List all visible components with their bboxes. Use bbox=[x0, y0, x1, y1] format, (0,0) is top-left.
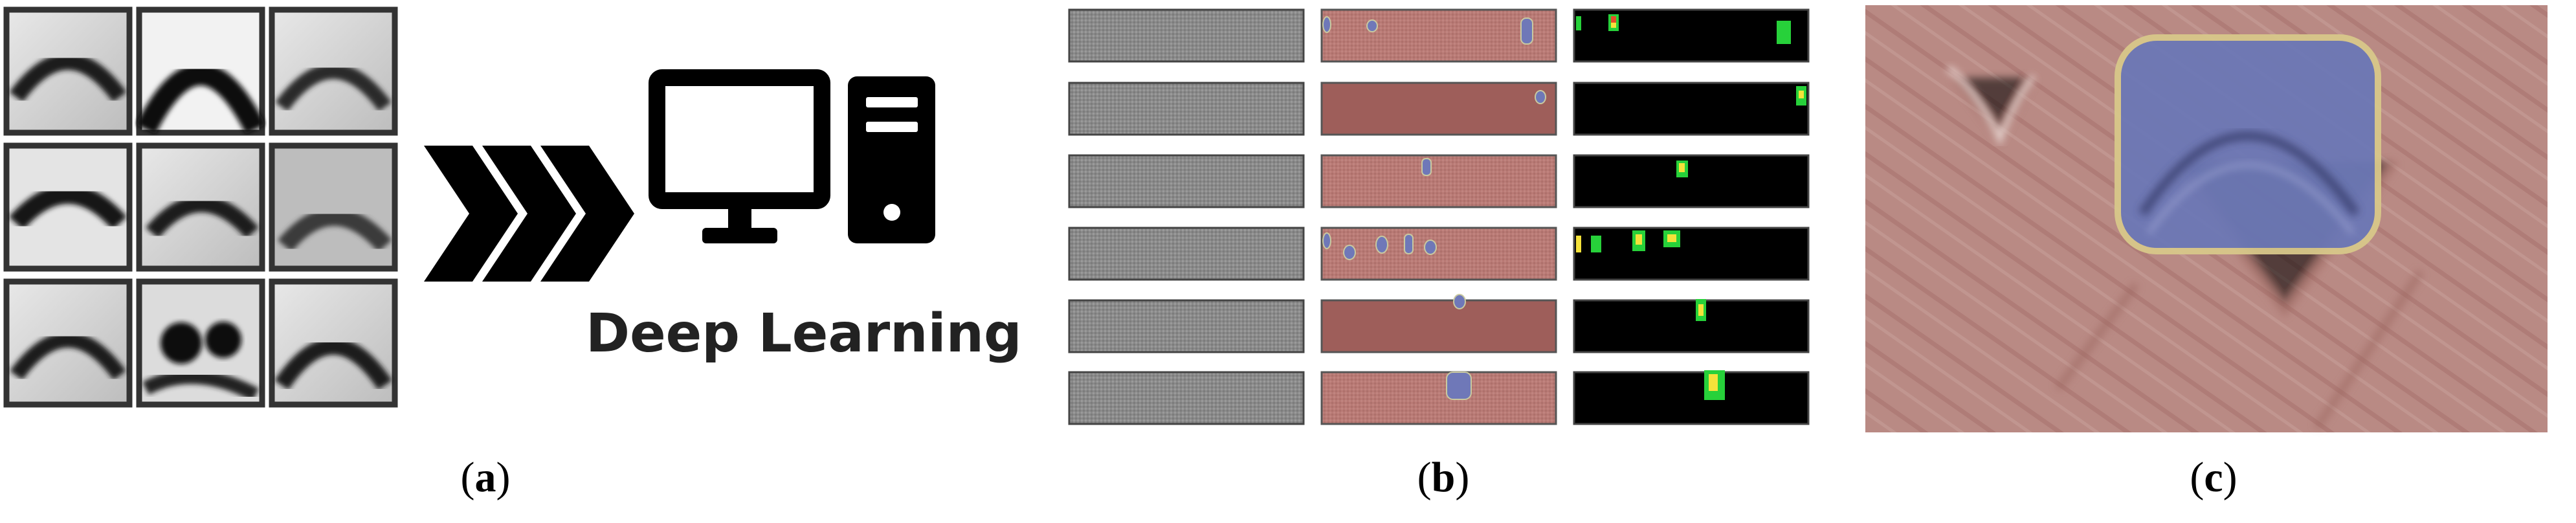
detection-mask bbox=[1573, 82, 1810, 136]
gpr-patch-grid bbox=[3, 6, 398, 408]
raw-radargram bbox=[1068, 154, 1305, 208]
gpr-patch bbox=[136, 142, 265, 272]
detection-mask bbox=[1573, 371, 1810, 425]
caption-c: (c) bbox=[2190, 454, 2237, 501]
raw-radargram bbox=[1068, 371, 1305, 425]
detection-mask-column bbox=[1573, 8, 1810, 425]
panel-c: (c) bbox=[1864, 0, 2576, 523]
gpr-patch bbox=[269, 278, 398, 408]
segmentation-blobs bbox=[1322, 16, 1546, 400]
computer-tower-icon bbox=[848, 76, 935, 243]
gpr-patch bbox=[135, 6, 266, 136]
chevron-arrows-icon bbox=[424, 146, 634, 282]
monitor-icon bbox=[649, 69, 830, 243]
detection-mask bbox=[1573, 154, 1810, 208]
raw-radargram bbox=[1068, 8, 1305, 63]
raw-radargram bbox=[1068, 299, 1305, 353]
segmentation-overlay bbox=[1320, 8, 1557, 63]
gpr-patch bbox=[3, 142, 133, 272]
segmentation-overlay bbox=[1320, 154, 1557, 208]
raw-radargram bbox=[1068, 82, 1305, 136]
deep-learning-label: Deep Learning bbox=[586, 303, 1022, 364]
caption-b: (b) bbox=[1417, 454, 1470, 501]
panel-c-figure bbox=[1865, 5, 2548, 432]
segmentation-overlay bbox=[1320, 82, 1557, 136]
gpr-patch bbox=[269, 142, 398, 272]
segmentation-overlay bbox=[1320, 227, 1557, 281]
hyperbola-ghost bbox=[1946, 65, 2036, 147]
segmentation-overlay bbox=[1320, 299, 1557, 353]
caption-a: (a) bbox=[460, 454, 511, 501]
panel-a-figure bbox=[3, 6, 935, 408]
raw-radargram-column bbox=[1068, 8, 1305, 425]
panel-b-figure bbox=[1068, 8, 1810, 425]
segmentation-overlay bbox=[1320, 371, 1557, 425]
gpr-patch bbox=[3, 278, 133, 408]
detected-region bbox=[2115, 34, 2381, 254]
detection-mask bbox=[1573, 227, 1810, 281]
gpr-patch bbox=[136, 278, 265, 408]
panel-b: (b) bbox=[1061, 0, 1825, 523]
segmentation-overlay-column bbox=[1320, 8, 1557, 425]
gpr-patch bbox=[3, 6, 133, 136]
detection-boxes bbox=[1576, 14, 1806, 400]
raw-radargram bbox=[1068, 227, 1305, 281]
detection-mask bbox=[1573, 299, 1810, 353]
panel-a: Deep Learning (a) bbox=[0, 0, 1022, 523]
gpr-patch bbox=[269, 6, 398, 136]
